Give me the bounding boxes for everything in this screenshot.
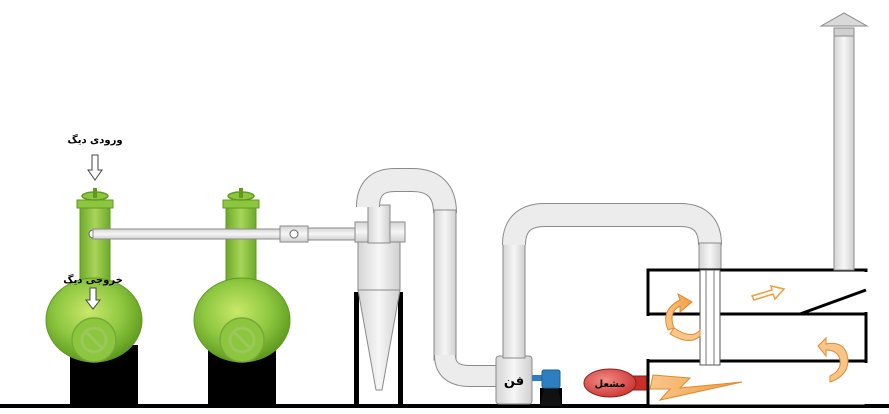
- burner-label: مشعل: [595, 379, 626, 390]
- valve-wheel-icon[interactable]: [81, 188, 109, 201]
- chimney: [819, 12, 869, 271]
- boiler-1-port: [71, 317, 117, 363]
- arrow-down-icon: [87, 154, 103, 181]
- boiler-2: [193, 188, 291, 405]
- burner: مشعل: [583, 368, 649, 398]
- arrow-down-icon: [84, 287, 102, 310]
- fan-to-furnace-duct: [502, 203, 722, 359]
- fan-motor: [541, 369, 561, 389]
- boiler-2-flange: [222, 199, 260, 209]
- fan-unit: فن: [495, 355, 562, 406]
- burner-body: [583, 368, 637, 398]
- fan-shaft: [532, 375, 542, 381]
- fan-label: فن: [504, 374, 524, 389]
- ground-line: [0, 404, 889, 408]
- boiler-2-neck: [225, 204, 257, 281]
- curved-arrow-icon: [817, 336, 849, 383]
- boiler-output-label: خروجی دیگ: [63, 274, 123, 286]
- boiler-input-label: ورودی دیگ: [67, 134, 122, 146]
- lightning-flame-icon: [649, 374, 743, 401]
- boiler-1: [45, 188, 143, 405]
- cyclone-to-fan-duct: [356, 168, 505, 387]
- cyclone-separator: [354, 221, 406, 406]
- boiler-to-cyclone-pipe: [92, 225, 359, 243]
- boiler-1-flange: [76, 199, 114, 209]
- arrow-right-icon: [750, 284, 786, 301]
- curved-arrow-icon: [665, 292, 701, 341]
- boiler-1-neck: [79, 204, 111, 281]
- boiler-2-port: [219, 317, 265, 363]
- valve-wheel-icon[interactable]: [227, 188, 255, 201]
